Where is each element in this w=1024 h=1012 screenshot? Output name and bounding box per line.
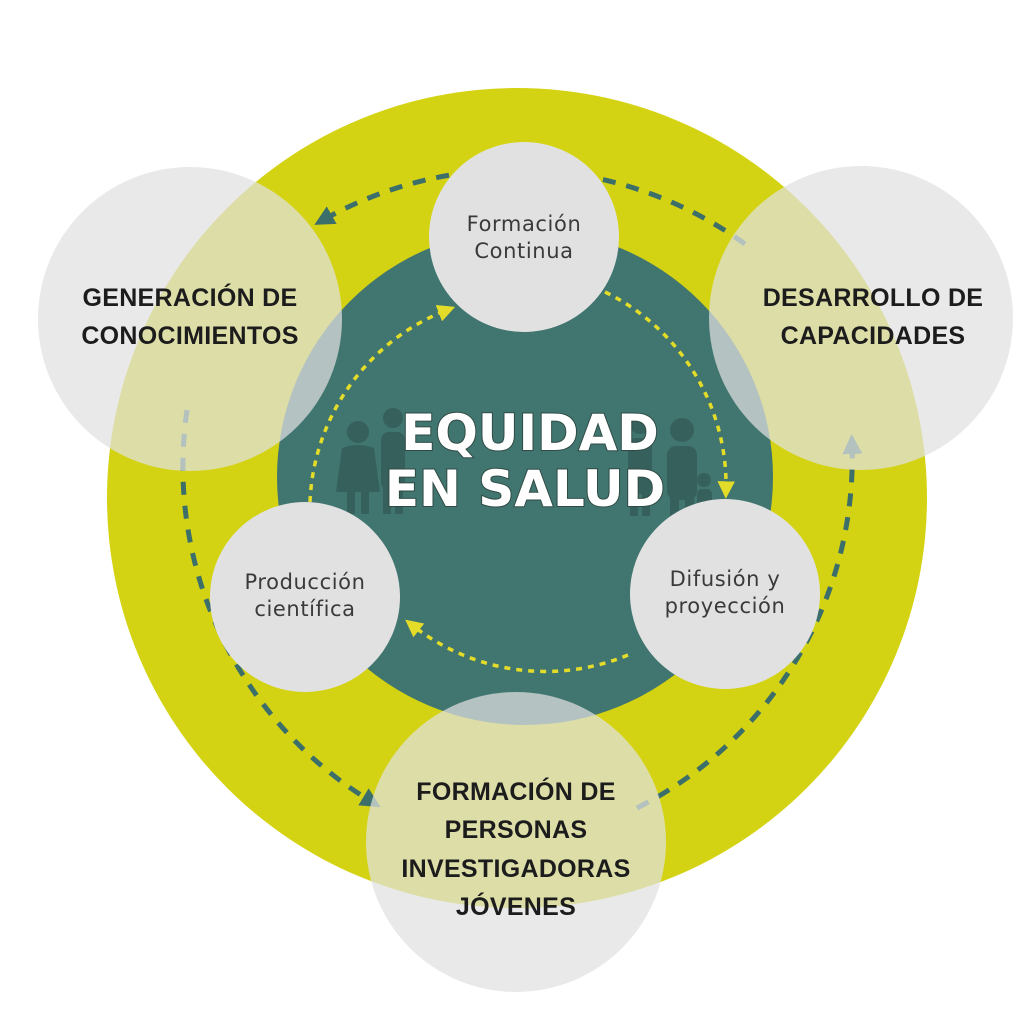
arrow-to-formacion-continua <box>308 305 456 503</box>
node-formacion-personas-label-2: PERSONAS <box>445 816 588 844</box>
node-generacion-label-2: CONOCIMIENTOS <box>81 322 298 350</box>
node-generacion-label-1: GENERACIÓN DE <box>82 282 297 312</box>
node-formacion-personas-label-1: FORMACIÓN DE <box>416 776 615 806</box>
node-desarrollo-circle <box>709 166 1013 470</box>
node-difusion-label-1: Difusión y <box>670 567 781 591</box>
center-title-line-2: EN SALUD <box>385 460 665 518</box>
node-formacion-continua-label-2: Continua <box>474 239 573 263</box>
node-desarrollo-label-1: DESARROLLO DE <box>763 284 984 312</box>
family-silhouette-icon <box>336 408 712 518</box>
node-formacion-continua-label-1: Formación <box>467 212 582 236</box>
node-desarrollo: DESARROLLO DE CAPACIDADES <box>709 166 1013 470</box>
center-title-line-1: EQUIDAD <box>401 404 659 462</box>
arrow-to-difusion <box>604 290 735 499</box>
node-difusion-circle <box>630 499 820 689</box>
node-formacion-personas-label-4: JÓVENES <box>456 891 576 921</box>
node-formacion-continua: Formación Continua <box>429 142 619 332</box>
node-formacion-personas-circle <box>366 692 666 992</box>
arrow-to-formacion-personas <box>180 409 381 808</box>
node-difusion-label-2: proyección <box>665 594 786 618</box>
inner-cycle-arrows <box>308 290 735 674</box>
node-formacion-personas: FORMACIÓN DE PERSONAS INVESTIGADORAS JÓV… <box>366 692 666 992</box>
node-generacion: GENERACIÓN DE CONOCIMIENTOS <box>38 167 342 471</box>
node-difusion: Difusión y proyección <box>630 499 820 689</box>
node-formacion-continua-circle <box>429 142 619 332</box>
node-produccion-label-1: Producción <box>244 570 365 594</box>
node-generacion-circle <box>38 167 342 471</box>
node-formacion-personas-label-3: INVESTIGADORAS <box>401 855 630 883</box>
node-desarrollo-label-2: CAPACIDADES <box>781 322 966 350</box>
node-produccion-label-2: científica <box>254 597 355 621</box>
arrow-to-desarrollo <box>635 434 863 811</box>
node-produccion: Producción científica <box>210 502 400 692</box>
node-produccion-circle <box>210 502 400 692</box>
